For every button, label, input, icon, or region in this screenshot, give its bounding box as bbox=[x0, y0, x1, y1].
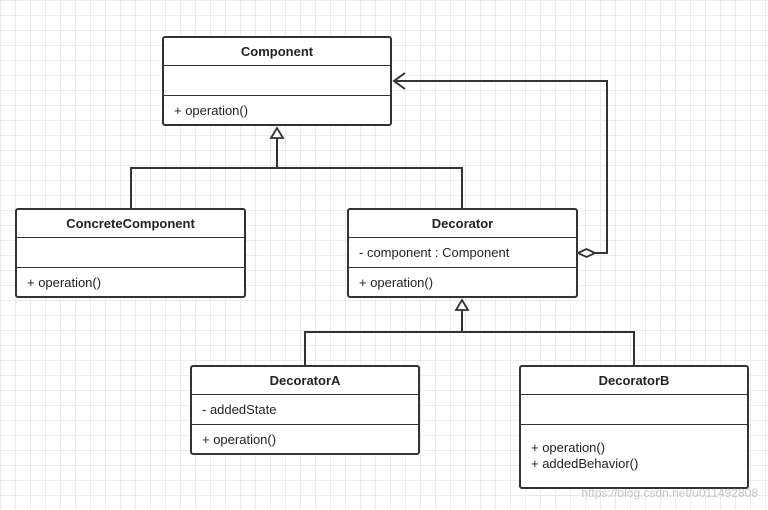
operation: + operation() bbox=[531, 440, 606, 455]
attributes-compartment: - addedState bbox=[192, 395, 418, 425]
aggregation-line bbox=[394, 80, 608, 254]
generalization-line-decorator bbox=[304, 310, 635, 365]
operations-compartment: + operation() bbox=[192, 425, 418, 455]
class-name: Component bbox=[164, 38, 390, 66]
class-name: Decorator bbox=[349, 210, 576, 238]
class-concrete-component[interactable]: ConcreteComponent + operation() bbox=[15, 208, 246, 298]
operation: + operation() bbox=[174, 103, 249, 118]
class-name: DecoratorB bbox=[521, 367, 747, 395]
generalization-arrow-decorator bbox=[454, 298, 470, 311]
attribute: - addedState bbox=[202, 401, 277, 417]
class-component[interactable]: Component + operation() bbox=[162, 36, 392, 126]
class-name: DecoratorA bbox=[192, 367, 418, 395]
operation: + operation() bbox=[359, 275, 434, 290]
generalization-arrow-component bbox=[269, 126, 285, 139]
operations-compartment: + operation() bbox=[17, 268, 244, 298]
operations-compartment: + operation() bbox=[349, 268, 576, 298]
attributes-compartment: - component : Component bbox=[349, 238, 576, 268]
class-decorator-b[interactable]: DecoratorB + operation() + addedBehavior… bbox=[519, 365, 749, 489]
attribute: - component : Component bbox=[359, 244, 510, 260]
operations-compartment: + operation() bbox=[164, 96, 390, 126]
class-decorator-a[interactable]: DecoratorA - addedState + operation() bbox=[190, 365, 420, 455]
attributes-compartment bbox=[17, 238, 244, 268]
operation: + operation() bbox=[202, 432, 277, 447]
aggregation-diamond bbox=[575, 248, 598, 258]
aggregation-arrowhead bbox=[392, 72, 406, 90]
operations-compartment: + operation() + addedBehavior() bbox=[521, 425, 747, 487]
generalization-line-component bbox=[130, 138, 463, 208]
class-name: ConcreteComponent bbox=[17, 210, 244, 238]
class-decorator[interactable]: Decorator - component : Component + oper… bbox=[347, 208, 578, 298]
attributes-compartment bbox=[521, 395, 747, 425]
operation: + operation() bbox=[27, 275, 102, 290]
watermark: https://blog.csdn.net/u011492808 bbox=[581, 486, 758, 500]
operation: + addedBehavior() bbox=[531, 456, 639, 471]
attributes-compartment bbox=[164, 66, 390, 96]
